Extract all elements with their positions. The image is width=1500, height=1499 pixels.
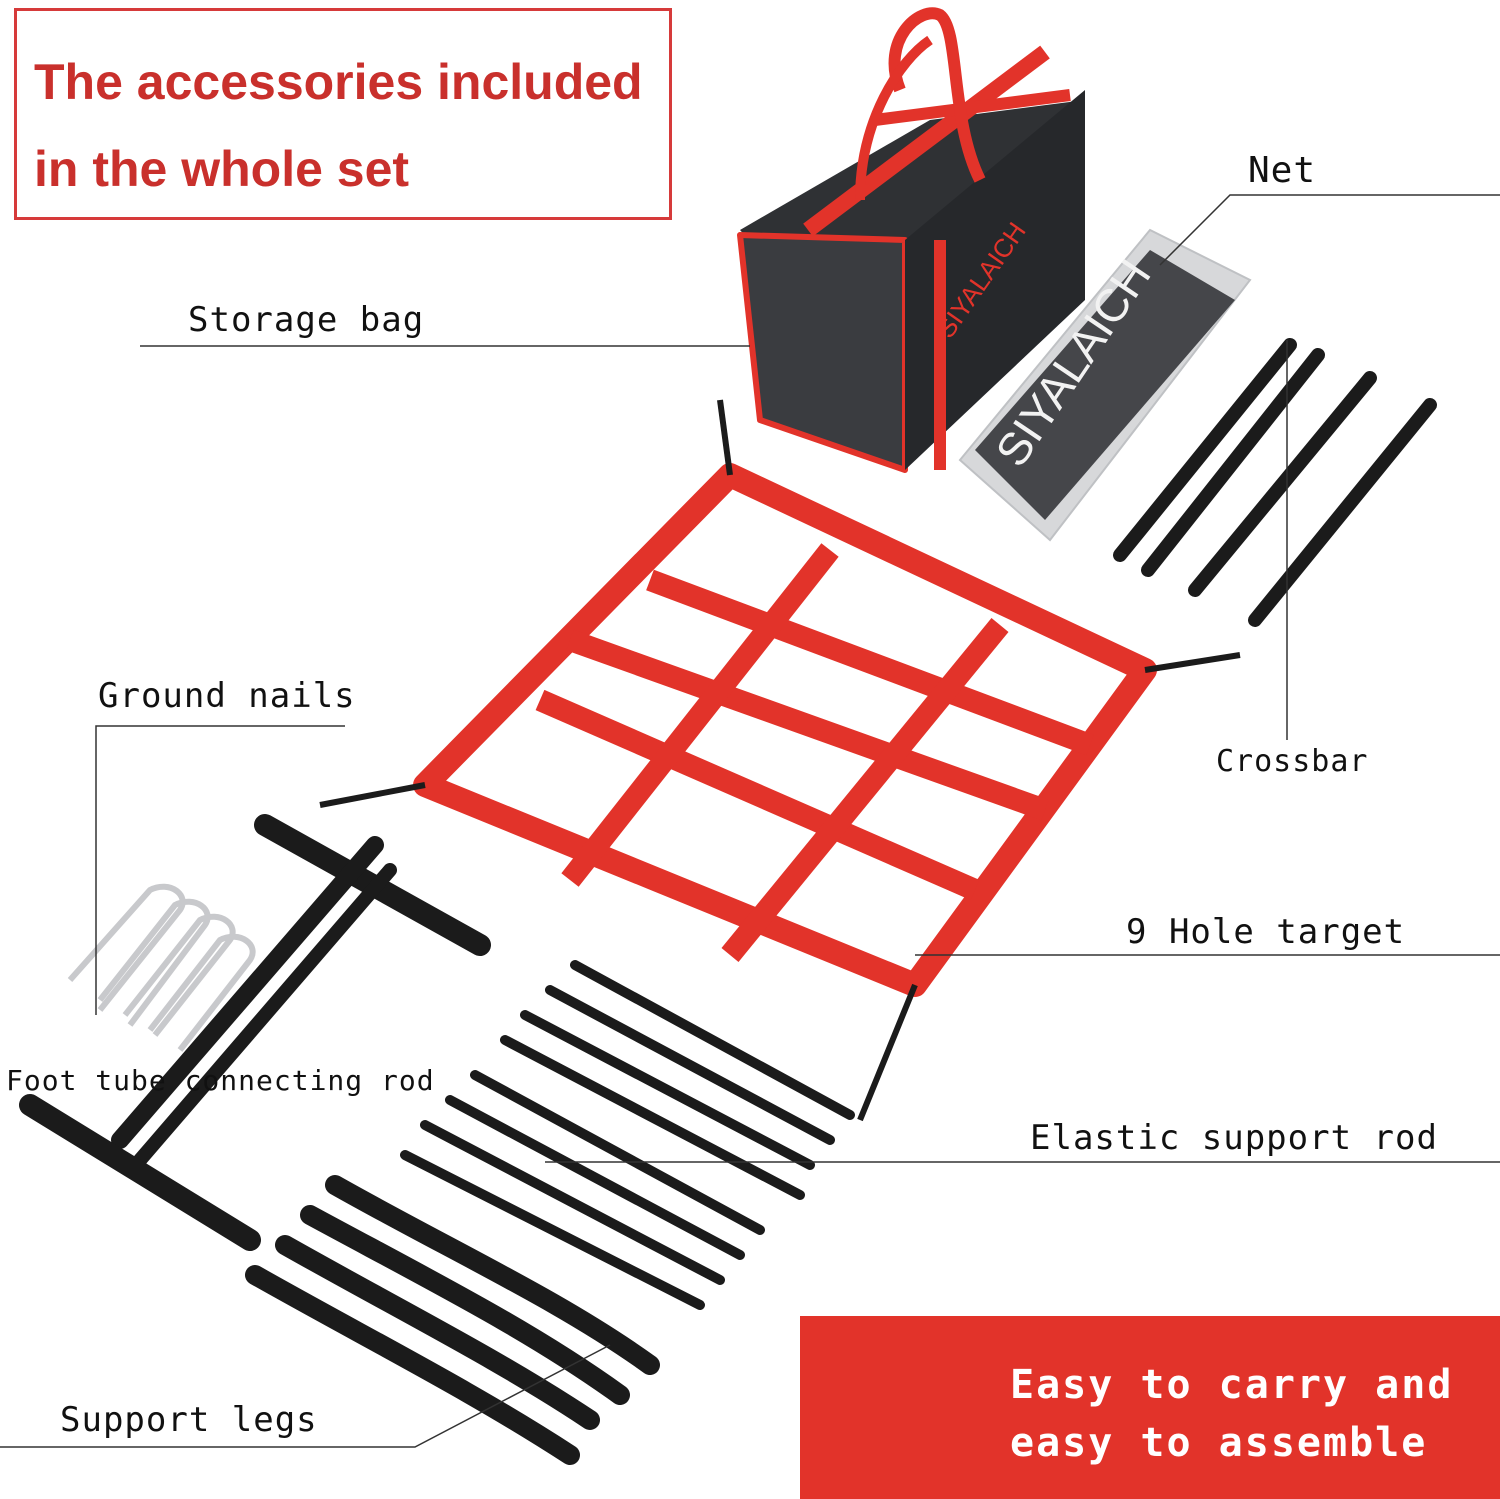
banner: [800, 1316, 1500, 1499]
label-crossbar: Crossbar: [1216, 744, 1369, 779]
label-ground-nails: Ground nails: [98, 676, 356, 716]
nine-hole-target: [319, 399, 1241, 1122]
label-storage-bag: Storage bag: [188, 300, 425, 340]
title-box: [14, 8, 672, 220]
title-line-1: The accessories included: [34, 54, 643, 110]
elastic-support-rods: [400, 960, 855, 1310]
support-legs: [245, 1175, 660, 1465]
banner-line-2: easy to assemble: [1010, 1420, 1428, 1466]
label-elastic-rod: Elastic support rod: [1030, 1118, 1438, 1158]
banner-line-1: Easy to carry and: [1010, 1362, 1454, 1408]
foot-tube-rod: [19, 814, 491, 1251]
ground-nails: [67, 883, 256, 1052]
title-line-2: in the whole set: [34, 141, 410, 197]
crossbar-rods: [1113, 338, 1437, 627]
label-nine-hole-target: 9 Hole target: [1126, 912, 1406, 952]
label-support-legs: Support legs: [60, 1400, 318, 1440]
leader-lines: [0, 194, 1500, 1448]
label-net: Net: [1248, 150, 1317, 191]
label-foot-tube: Foot tube connecting rod: [6, 1064, 435, 1097]
storage-bag: SIYALAICH: [737, 7, 1085, 473]
